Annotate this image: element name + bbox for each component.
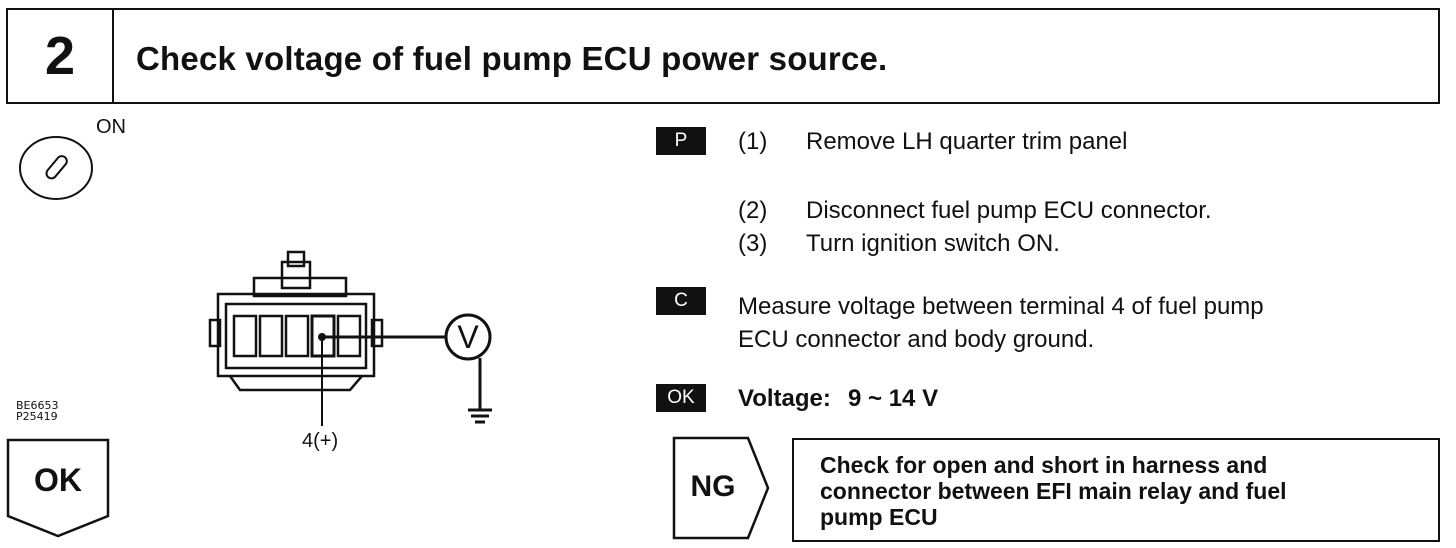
- badge-p: P: [656, 127, 706, 155]
- step-1-number: (1): [738, 128, 768, 155]
- ng-action-line: connector between EFI main relay and fue…: [820, 478, 1287, 504]
- terminal-label: 4(+): [302, 430, 339, 452]
- reference-codes: BE6653 P25419: [16, 400, 59, 422]
- ng-action-line: pump ECU: [820, 504, 938, 530]
- badge-c: C: [656, 287, 706, 315]
- reference-code: BE6653: [16, 399, 59, 412]
- measure-instruction: Measure voltage between terminal 4 of fu…: [738, 290, 1448, 356]
- voltmeter-icon: V: [444, 313, 492, 361]
- step-header: 2 Check voltage of fuel pump ECU power s…: [6, 8, 1440, 104]
- svg-text:V: V: [457, 319, 479, 355]
- voltage-label: Voltage:: [738, 385, 831, 412]
- ng-action-text: Check for open and short in harness and …: [820, 452, 1420, 530]
- ng-result-arrow: [672, 436, 770, 540]
- voltage-value: 9 ~ 14 V: [848, 385, 939, 412]
- step-title: Check voltage of fuel pump ECU power sou…: [136, 40, 888, 77]
- ok-result-arrow: [6, 438, 110, 538]
- connector-diagram: V: [208, 250, 492, 426]
- step-1-text: Remove LH quarter trim panel: [806, 128, 1128, 155]
- step-3-text: Turn ignition switch ON.: [806, 230, 1060, 257]
- step-3-number: (3): [738, 230, 768, 257]
- ng-action-line: Check for open and short in harness and: [820, 452, 1268, 478]
- ng-action-box: Check for open and short in harness and …: [792, 438, 1440, 542]
- connector-icon: [208, 250, 384, 392]
- step-2-number: (2): [738, 197, 768, 224]
- reference-code: P25419: [16, 410, 58, 423]
- measure-line: Measure voltage between terminal 4 of fu…: [738, 293, 1264, 320]
- ng-result-label: NG: [690, 470, 736, 503]
- ground-icon: [468, 358, 492, 424]
- step-2-text: Disconnect fuel pump ECU connector.: [806, 197, 1212, 224]
- measure-line: ECU connector and body ground.: [738, 326, 1095, 353]
- step-number: 2: [8, 10, 114, 102]
- ok-result-label: OK: [34, 462, 82, 498]
- ignition-on-label: ON: [96, 116, 126, 138]
- badge-ok: OK: [656, 384, 706, 412]
- ignition-key-icon: [19, 136, 93, 200]
